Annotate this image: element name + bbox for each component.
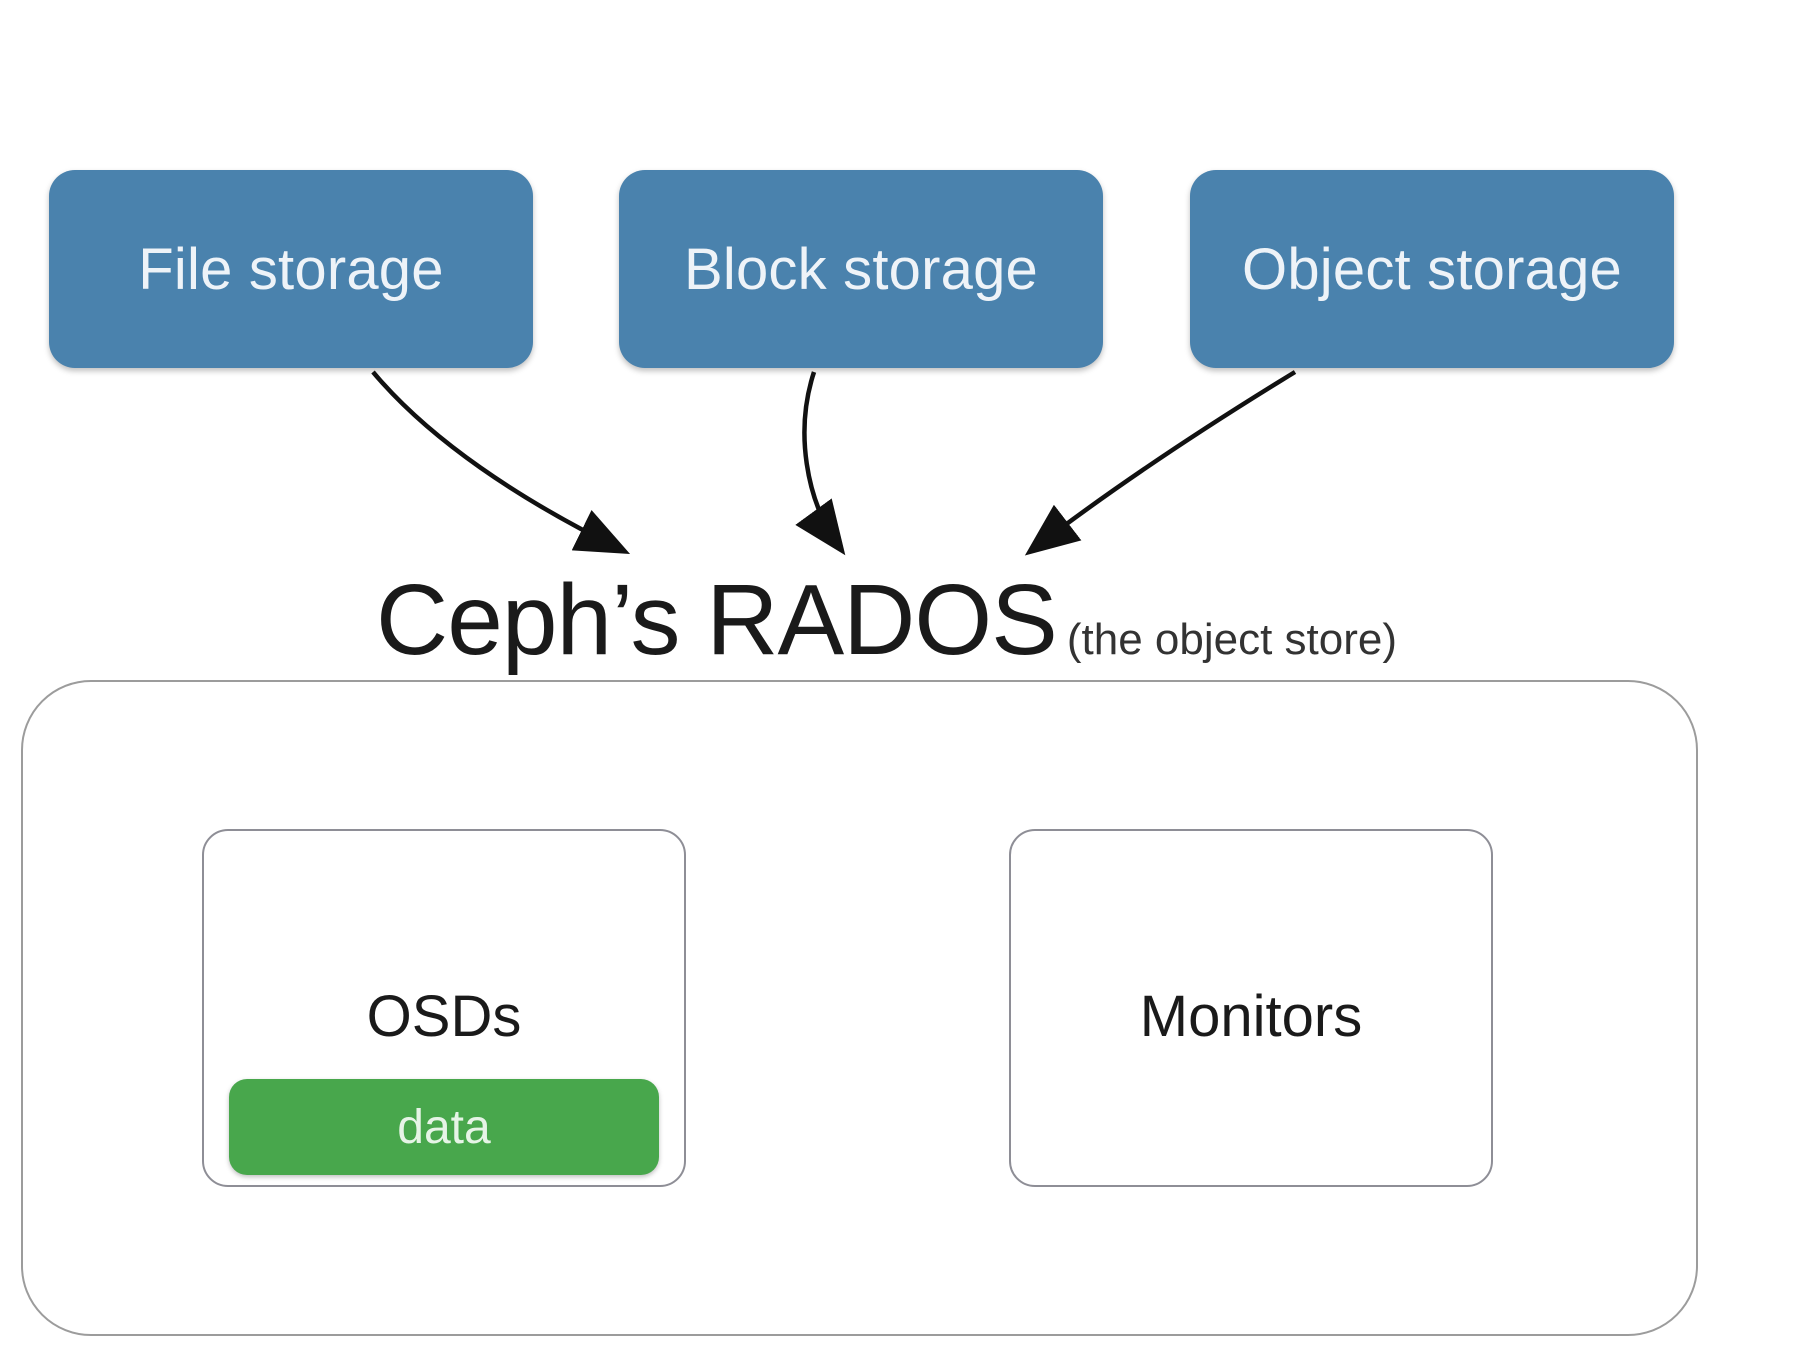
file-storage-label: File storage — [138, 236, 444, 302]
file-storage-box: File storage — [49, 170, 533, 368]
monitors-box: Monitors — [1009, 829, 1493, 1187]
rados-container — [21, 680, 1698, 1336]
rados-title: Ceph’s RADOS(the object store) — [376, 570, 1397, 670]
rados-title-main: Ceph’s RADOS — [376, 564, 1058, 676]
osds-label: OSDs — [366, 984, 522, 1049]
rados-subtitle: (the object store) — [1066, 615, 1398, 664]
arrow-file-to-rados — [371, 370, 631, 554]
data-pill: data — [229, 1079, 659, 1175]
object-storage-box: Object storage — [1190, 170, 1674, 368]
block-storage-box: Block storage — [619, 170, 1103, 368]
monitors-label: Monitors — [1139, 984, 1363, 1049]
arrow-object-to-rados — [1024, 370, 1297, 556]
osds-box: OSDs data — [202, 829, 686, 1187]
arrow-block-to-rados — [795, 371, 846, 556]
data-label: data — [397, 1100, 491, 1154]
object-storage-label: Object storage — [1242, 236, 1622, 302]
block-storage-label: Block storage — [684, 236, 1038, 302]
